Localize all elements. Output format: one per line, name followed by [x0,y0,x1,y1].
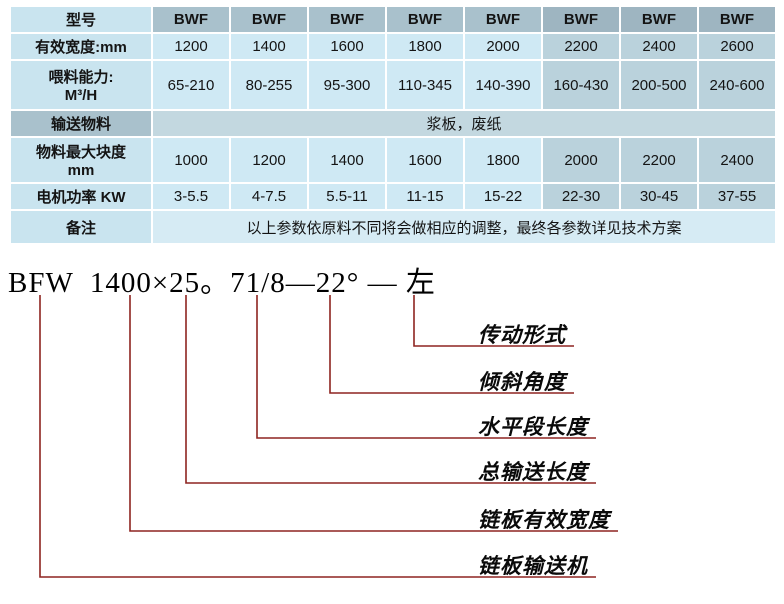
model-header-cell: BWF [463,5,543,34]
row-label: 物料最大块度 mm [9,136,153,184]
spec-value-cell: 140-390 [463,59,543,111]
model-nomenclature-diagram: BFW 1400×25。71/8—22° — 左 传动形式 倾斜角度 水平段长度… [0,257,784,604]
callout-effective-width: 链板有效宽度 [478,507,610,532]
row-label: 型号 [9,5,153,34]
leader-line-incline-angle [329,295,574,394]
callout-incline-angle: 倾斜角度 [478,369,566,394]
spec-value-cell: 95-300 [307,59,387,111]
row-label: 电机功率 KW [9,182,153,211]
spec-value-cell: 37-55 [697,182,777,211]
model-header-cell: BWF [697,5,777,34]
leader-line-total-length [185,295,596,484]
spec-value-cell: 22-30 [541,182,621,211]
leader-line-transmission-type [413,295,574,347]
callout-conveyor-type: 链板输送机 [478,553,588,578]
model-header-cell: BWF [307,5,387,34]
spec-value-cell: 1600 [307,32,387,61]
spec-value-cell: 5.5-11 [307,182,387,211]
spec-value-cell: 240-600 [697,59,777,111]
spec-value-cell: 2200 [541,32,621,61]
spec-value-cell: 3-5.5 [151,182,231,211]
spec-value-cell: 65-210 [151,59,231,111]
spec-value-cell: 30-45 [619,182,699,211]
leader-line-effective-width [129,295,618,532]
model-header-cell: BWF [229,5,309,34]
spec-value-cell: 2000 [463,32,543,61]
spec-value-cell: 11-15 [385,182,465,211]
spec-value-cell: 1400 [307,136,387,184]
model-header-cell: BWF [151,5,231,34]
spec-value-cell: 80-255 [229,59,309,111]
leader-line-horizontal-length [256,295,596,439]
leader-line-group [39,295,618,578]
table-row: 备注以上参数依原料不同将会做相应的调整，最终各参数详见技术方案 [9,209,777,245]
spec-value-cell: 160-430 [541,59,621,111]
row-span-value: 浆板，废纸 [151,109,777,138]
row-span-value: 以上参数依原料不同将会做相应的调整，最终各参数详见技术方案 [151,209,777,245]
model-header-cell: BWF [385,5,465,34]
spec-value-cell: 1600 [385,136,465,184]
table-row: 输送物料浆板，废纸 [9,109,777,138]
spec-value-cell: 2000 [541,136,621,184]
model-header-cell: BWF [541,5,621,34]
spec-value-cell: 2200 [619,136,699,184]
row-label: 输送物料 [9,109,153,138]
leader-line-conveyor-type [39,295,596,578]
spec-value-cell: 1800 [385,32,465,61]
spec-value-cell: 200-500 [619,59,699,111]
row-label: 有效宽度:mm [9,32,153,61]
spec-value-cell: 1000 [151,136,231,184]
callout-transmission-type: 传动形式 [478,322,566,347]
spec-value-cell: 1800 [463,136,543,184]
spec-value-cell: 1200 [151,32,231,61]
spec-value-cell: 2400 [619,32,699,61]
leader-lines [39,295,618,578]
spec-value-cell: 2600 [697,32,777,61]
model-designation: BFW 1400×25。71/8—22° — 左 [8,267,436,299]
row-label: 备注 [9,209,153,245]
spec-value-cell: 1200 [229,136,309,184]
model-header-cell: BWF [619,5,699,34]
spec-value-cell: 1400 [229,32,309,61]
callout-horizontal-length: 水平段长度 [478,414,588,439]
spec-value-cell: 15-22 [463,182,543,211]
row-label: 喂料能力: M³/H [9,59,153,111]
spec-value-cell: 2400 [697,136,777,184]
spec-value-cell: 4-7.5 [229,182,309,211]
callout-total-length: 总输送长度 [478,459,588,484]
spec-value-cell: 110-345 [385,59,465,111]
